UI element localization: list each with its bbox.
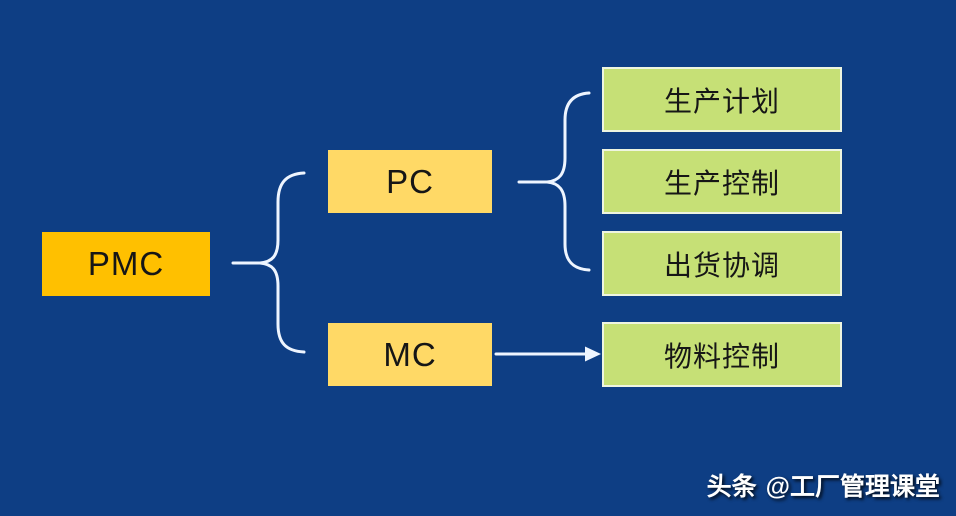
node-pc: PC (328, 150, 492, 213)
node-pc-label: PC (386, 162, 434, 200)
watermark-brand: 头条 (706, 473, 757, 501)
node-shipment-coordination: 出货协调 (602, 231, 842, 296)
arrow-mc-to-material-control (494, 346, 601, 362)
node-production-control-label: 生产控制 (663, 167, 780, 199)
node-pmc: PMC (42, 232, 210, 296)
brace-pmc-to-pc-mc (231, 171, 306, 354)
node-material-control-label: 物料控制 (663, 340, 780, 372)
brace-pc-to-leaves (517, 91, 591, 272)
node-shipment-coordination-label: 出货协调 (663, 249, 780, 281)
node-material-control: 物料控制 (602, 322, 842, 387)
node-pmc-label: PMC (87, 245, 165, 282)
node-production-planning: 生产计划 (602, 67, 842, 132)
watermark-handle: @工厂管理课堂 (765, 473, 940, 501)
node-mc-label: MC (383, 335, 437, 373)
node-production-control: 生产控制 (602, 149, 842, 214)
node-production-planning-label: 生产计划 (663, 85, 780, 117)
node-mc: MC (328, 323, 492, 386)
watermark: 头条 @工厂管理课堂 (707, 472, 940, 502)
